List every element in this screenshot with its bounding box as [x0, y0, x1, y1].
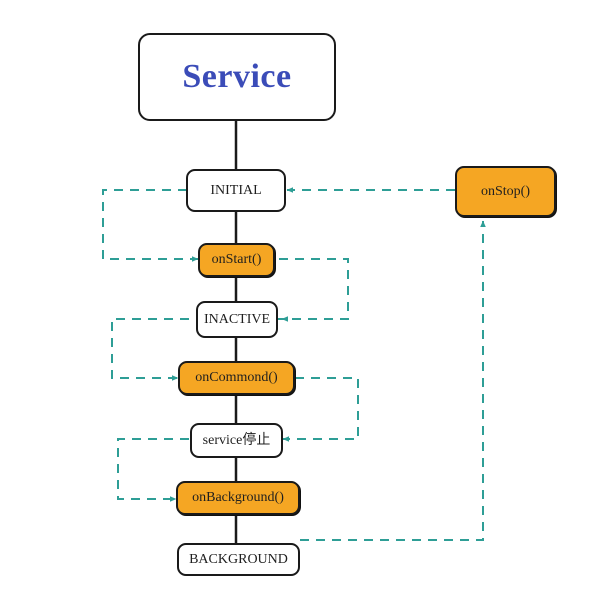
node-service-stopped-label: service停止	[202, 432, 271, 448]
node-onstart-label: onStart()	[211, 252, 262, 267]
node-inactive-label: INACTIVE	[203, 311, 271, 327]
node-oncommond[interactable]: onCommond()	[178, 361, 295, 395]
node-onbackground[interactable]: onBackground()	[176, 481, 300, 515]
node-background-label: BACKGROUND	[189, 551, 288, 567]
edge-onstart-to-inactive-dashed	[279, 258, 349, 322]
node-onstop[interactable]: onStop()	[455, 166, 556, 217]
edge-background-to-onstop-dashed	[300, 220, 486, 541]
node-oncommond-label: onCommond()	[195, 370, 278, 385]
node-background[interactable]: BACKGROUND	[177, 543, 300, 576]
node-service-stopped[interactable]: service停止	[190, 423, 283, 458]
node-onstop-label: onStop()	[481, 183, 530, 199]
node-initial[interactable]: INITIAL	[186, 169, 286, 212]
page-title: Service	[182, 58, 292, 95]
node-inactive[interactable]: INACTIVE	[196, 301, 278, 338]
node-service-title[interactable]: Service	[138, 33, 336, 121]
node-onstart[interactable]: onStart()	[198, 243, 275, 277]
node-onbackground-label: onBackground()	[192, 490, 284, 505]
node-initial-label: INITIAL	[210, 182, 262, 198]
